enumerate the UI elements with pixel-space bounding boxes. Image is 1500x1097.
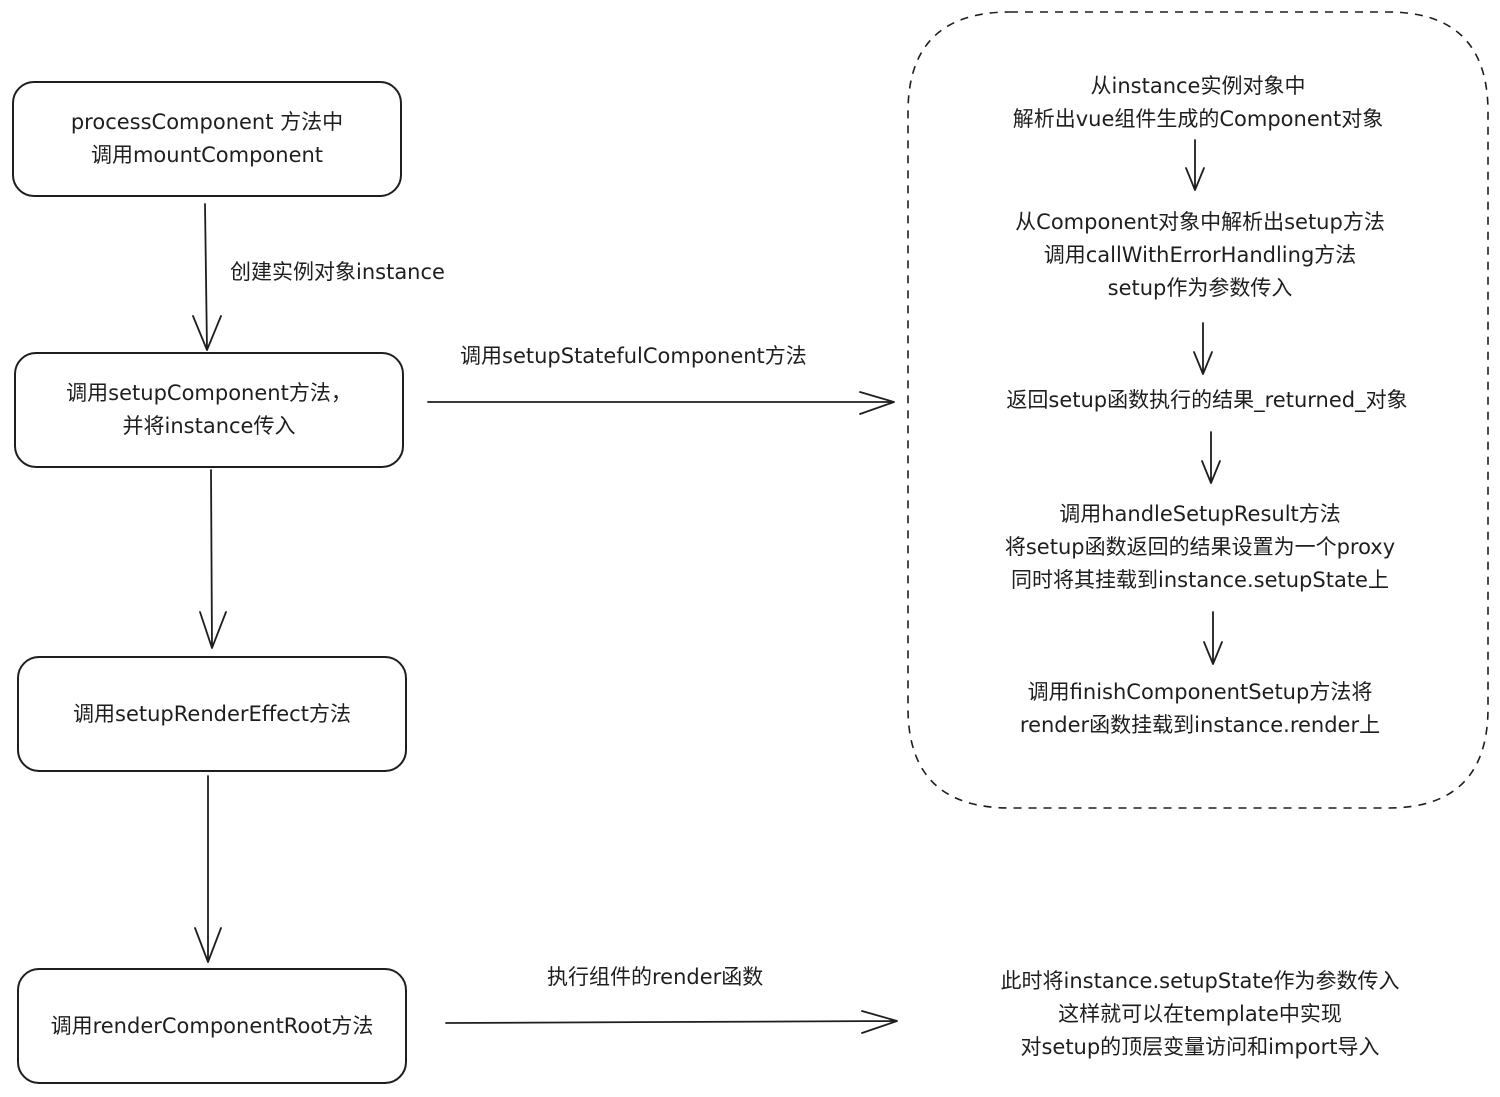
setup-step-2-line-1: 从Component对象中解析出setup方法 [1015, 210, 1385, 234]
box-render-component-root-line-1: 调用renderComponentRoot方法 [50, 1013, 374, 1038]
arrow-step1-to-step2 [1185, 139, 1205, 191]
setup-step-5: 调用finishComponentSetup方法将 render函数挂载到ins… [920, 676, 1480, 742]
setup-detail-dashed-container [907, 11, 1489, 809]
setup-step-2-line-2: 调用callWithErrorHandling方法 [1043, 243, 1357, 267]
setup-step-4-line-1: 调用handleSetupResult方法 [1059, 502, 1341, 526]
render-note-line-3: 对setup的顶层变量访问和import导入 [1020, 1035, 1380, 1059]
arrow-step2-to-step3 [1193, 322, 1213, 375]
arrow-setup-stateful [427, 391, 895, 415]
render-note: 此时将instance.setupState作为参数传入 这样就可以在templ… [900, 965, 1500, 1064]
render-note-line-1: 此时将instance.setupState作为参数传入 [1000, 969, 1400, 993]
setup-step-4: 调用handleSetupResult方法 将setup函数返回的结果设置为一个… [920, 498, 1480, 597]
setup-step-2: 从Component对象中解析出setup方法 调用callWithErrorH… [920, 206, 1480, 305]
arrow-step4-to-step5 [1203, 611, 1223, 665]
setup-step-1: 从instance实例对象中 解析出vue组件生成的Component对象 [918, 70, 1478, 136]
setup-step-5-line-1: 调用finishComponentSetup方法将 [1027, 680, 1373, 704]
box-render-component-root: 调用renderComponentRoot方法 [17, 968, 407, 1084]
setup-step-1-line-1: 从instance实例对象中 [1090, 74, 1306, 98]
box-process-component: processComponent 方法中 调用mountComponent [12, 81, 402, 197]
setup-step-3-line-1: 返回setup函数执行的结果_returned_对象 [1006, 388, 1408, 412]
setup-step-3: 返回setup函数执行的结果_returned_对象 [912, 384, 1500, 417]
setup-step-1-line-2: 解析出vue组件生成的Component对象 [1012, 107, 1384, 131]
label-create-instance: 创建实例对象instance [230, 260, 445, 284]
arrow-setup-to-render-effect [199, 469, 227, 649]
render-note-line-2: 这样就可以在template中实现 [1058, 1002, 1342, 1026]
setup-step-2-line-3: setup作为参数传入 [1107, 276, 1293, 300]
label-setup-stateful-component: 调用setupStatefulComponent方法 [460, 344, 807, 368]
setup-step-4-line-2: 将setup函数返回的结果设置为一个proxy [1004, 535, 1396, 559]
box-setup-render-effect: 调用setupRenderEffect方法 [17, 656, 407, 772]
label-exec-render: 执行组件的render函数 [547, 965, 764, 989]
box-setup-component: 调用setupComponent方法， 并将instance传入 [14, 352, 404, 468]
arrow-exec-render [445, 1010, 898, 1034]
arrow-process-to-setup [192, 203, 222, 351]
setup-step-4-line-3: 同时将其挂载到instance.setupState上 [1011, 568, 1389, 592]
arrow-render-effect-to-root [194, 775, 222, 963]
box-setup-component-line-1: 调用setupComponent方法， [66, 381, 352, 405]
box-setup-render-effect-line-1: 调用setupRenderEffect方法 [73, 701, 351, 726]
box-setup-component-line-2: 并将instance传入 [122, 414, 296, 438]
box-process-line-1: processComponent 方法中 [70, 110, 344, 134]
box-process-line-2: 调用mountComponent [90, 143, 324, 167]
setup-step-5-line-2: render函数挂载到instance.render上 [1019, 713, 1381, 737]
arrow-step3-to-step4 [1201, 431, 1221, 484]
